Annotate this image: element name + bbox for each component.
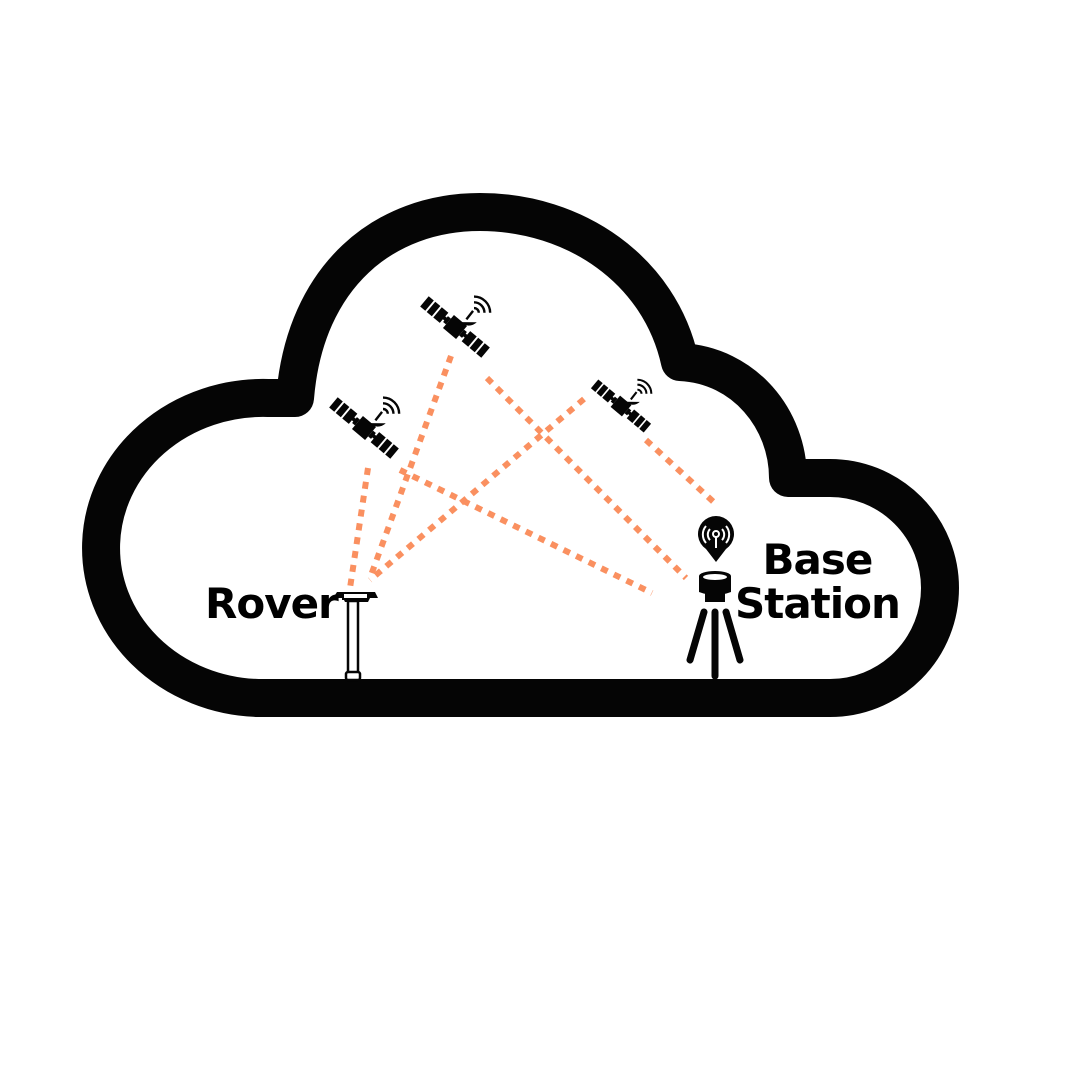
- signal-lines: [347, 354, 721, 596]
- base-station-label-line1: Base: [762, 535, 874, 584]
- signal-line-sat-right-to-base: [643, 437, 721, 509]
- cloud-outline: [82, 193, 959, 717]
- satellite-icon: [326, 394, 402, 462]
- signal-line-sat-top-to-rover: [367, 354, 454, 580]
- signal-line-sat-right-to-rover: [368, 396, 586, 583]
- rover-pole-icon: [333, 592, 378, 682]
- signal-line-sat-left-to-rover: [347, 467, 371, 589]
- satellite-icon: [588, 377, 654, 435]
- rover-label: Rover: [205, 579, 339, 628]
- broadcast-antenna-pin-icon: [697, 516, 734, 562]
- tripod-base-station-icon: [686, 571, 744, 680]
- base-station-label: Base Station: [735, 535, 901, 628]
- satellite-icon: [417, 293, 493, 361]
- signal-line-sat-top-to-base: [484, 375, 689, 581]
- base-station-label-line2: Station: [735, 579, 901, 628]
- signal-line-sat-left-to-base: [398, 467, 654, 596]
